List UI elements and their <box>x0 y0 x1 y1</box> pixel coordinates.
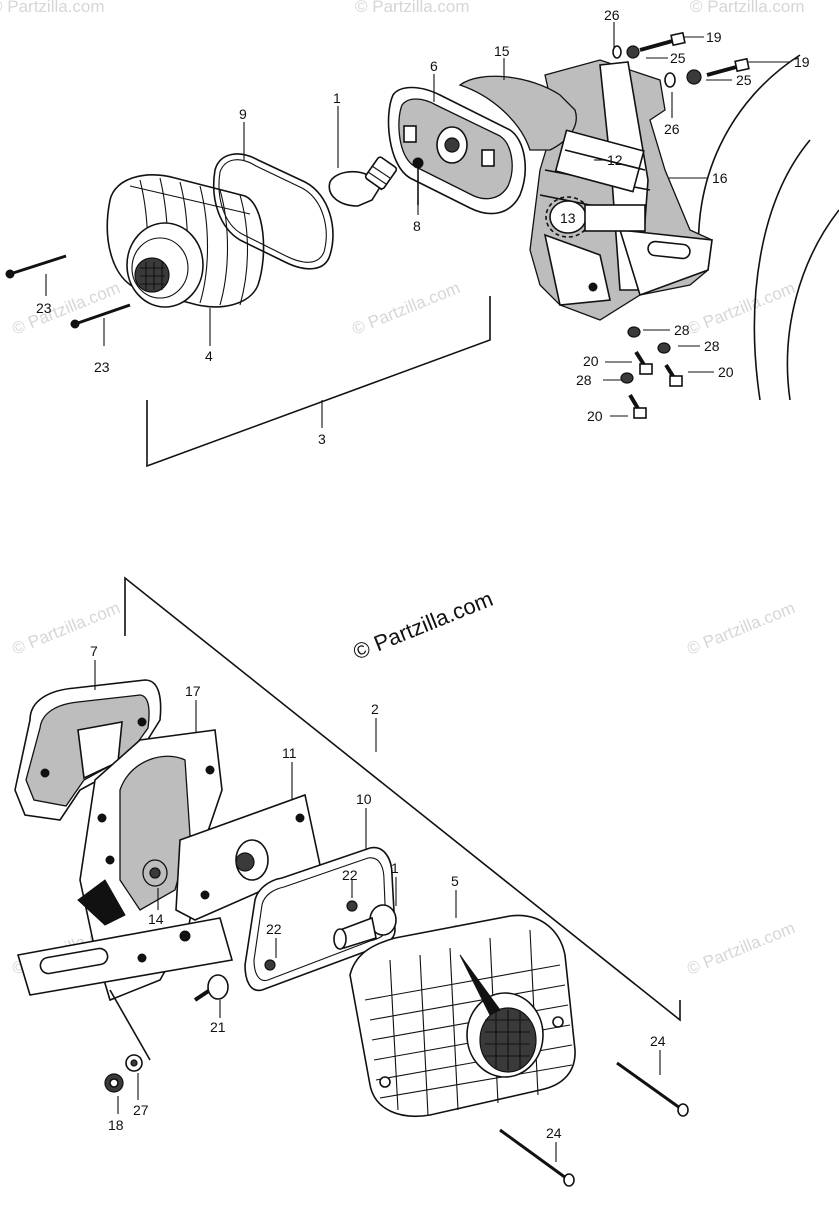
top-assembly <box>5 31 839 468</box>
washer-14 <box>142 859 168 887</box>
cover-7 <box>14 679 162 821</box>
callout-22: 22 <box>266 921 282 937</box>
lens-4 <box>106 174 265 308</box>
part-12 <box>554 129 646 193</box>
callout-14: 14 <box>148 911 164 927</box>
nut-18 <box>104 1073 124 1093</box>
screw-22 <box>264 900 358 971</box>
callout-16: 16 <box>712 170 728 186</box>
gasket-10 <box>244 846 396 992</box>
watermark-text: © Partzilla.com <box>684 918 797 979</box>
watermark-text: © Partzilla.com <box>684 598 797 659</box>
watermark-text: © Partzilla.com <box>690 0 805 16</box>
callout-26: 26 <box>664 121 680 137</box>
watermark-text: © Partzilla.com <box>349 278 462 339</box>
callout-23: 23 <box>36 300 52 316</box>
fender-curve <box>786 209 839 401</box>
callout-13: 13 <box>560 210 576 226</box>
leader-lines <box>45 22 790 1162</box>
screw-23 <box>5 254 67 279</box>
callout-18: 18 <box>108 1117 124 1133</box>
callout-8: 8 <box>413 218 421 234</box>
callout-21: 21 <box>210 1019 226 1035</box>
bracket-arm <box>16 917 234 1061</box>
bottom-assembly <box>14 576 689 1187</box>
callout-labels: 1 3 4 6 8 9 12 13 15 16 19 19 20 20 20 2… <box>36 7 810 1141</box>
callout-9: 9 <box>239 106 247 122</box>
lens-5 <box>349 914 576 1117</box>
assembly-bracket-2 <box>124 576 681 1022</box>
callout-17: 17 <box>185 683 201 699</box>
callout-28: 28 <box>674 322 690 338</box>
watermark-text: © Partzilla.com <box>0 0 105 16</box>
washer-28 <box>620 326 671 384</box>
callout-10: 10 <box>356 791 372 807</box>
watermark-main: © Partzilla.com <box>350 586 497 665</box>
callout-2: 2 <box>371 701 379 717</box>
nut-25 <box>626 45 702 85</box>
gasket-9 <box>212 153 334 270</box>
bolt-21 <box>193 974 229 1002</box>
callout-3: 3 <box>318 431 326 447</box>
callout-20: 20 <box>718 364 734 380</box>
housing-6 <box>387 86 526 215</box>
callout-23: 23 <box>94 359 110 375</box>
watermark-text: © Partzilla.com <box>9 598 122 659</box>
fender-curve <box>753 139 811 401</box>
callout-7: 7 <box>90 643 98 659</box>
callout-1: 1 <box>333 90 341 106</box>
callout-25: 25 <box>670 50 686 66</box>
screw-24 <box>499 1061 689 1187</box>
assembly-bracket-3 <box>146 296 491 468</box>
callout-12: 12 <box>607 152 623 168</box>
bulb-1 <box>333 904 397 950</box>
callout-27: 27 <box>133 1102 149 1118</box>
bolt-19 <box>706 57 750 77</box>
callout-22: 22 <box>342 867 358 883</box>
callout-6: 6 <box>430 58 438 74</box>
watermark-text: © Partzilla.com <box>355 0 470 16</box>
callout-11: 11 <box>282 745 297 761</box>
callout-19: 19 <box>794 54 810 70</box>
callout-26: 26 <box>604 7 620 23</box>
bolt-20 <box>628 350 683 419</box>
part-13 <box>545 196 646 238</box>
watermark-text: © Partzilla.com <box>684 278 797 339</box>
callout-24: 24 <box>650 1033 666 1049</box>
washer-26 <box>612 45 676 88</box>
callout-1: 1 <box>391 860 399 876</box>
callout-5: 5 <box>451 873 459 889</box>
washer-27 <box>125 1054 143 1072</box>
bolt-19 <box>639 31 686 52</box>
callout-25: 25 <box>736 72 752 88</box>
callout-24: 24 <box>546 1125 562 1141</box>
callout-19: 19 <box>706 29 722 45</box>
screw-23 <box>70 303 131 329</box>
callout-28: 28 <box>576 372 592 388</box>
callout-20: 20 <box>583 353 599 369</box>
callout-28: 28 <box>704 338 720 354</box>
callout-15: 15 <box>494 43 510 59</box>
watermark-text: © Partzilla.com <box>9 278 122 339</box>
callout-4: 4 <box>205 348 213 364</box>
bulb-1 <box>328 156 398 207</box>
callout-20: 20 <box>587 408 603 424</box>
